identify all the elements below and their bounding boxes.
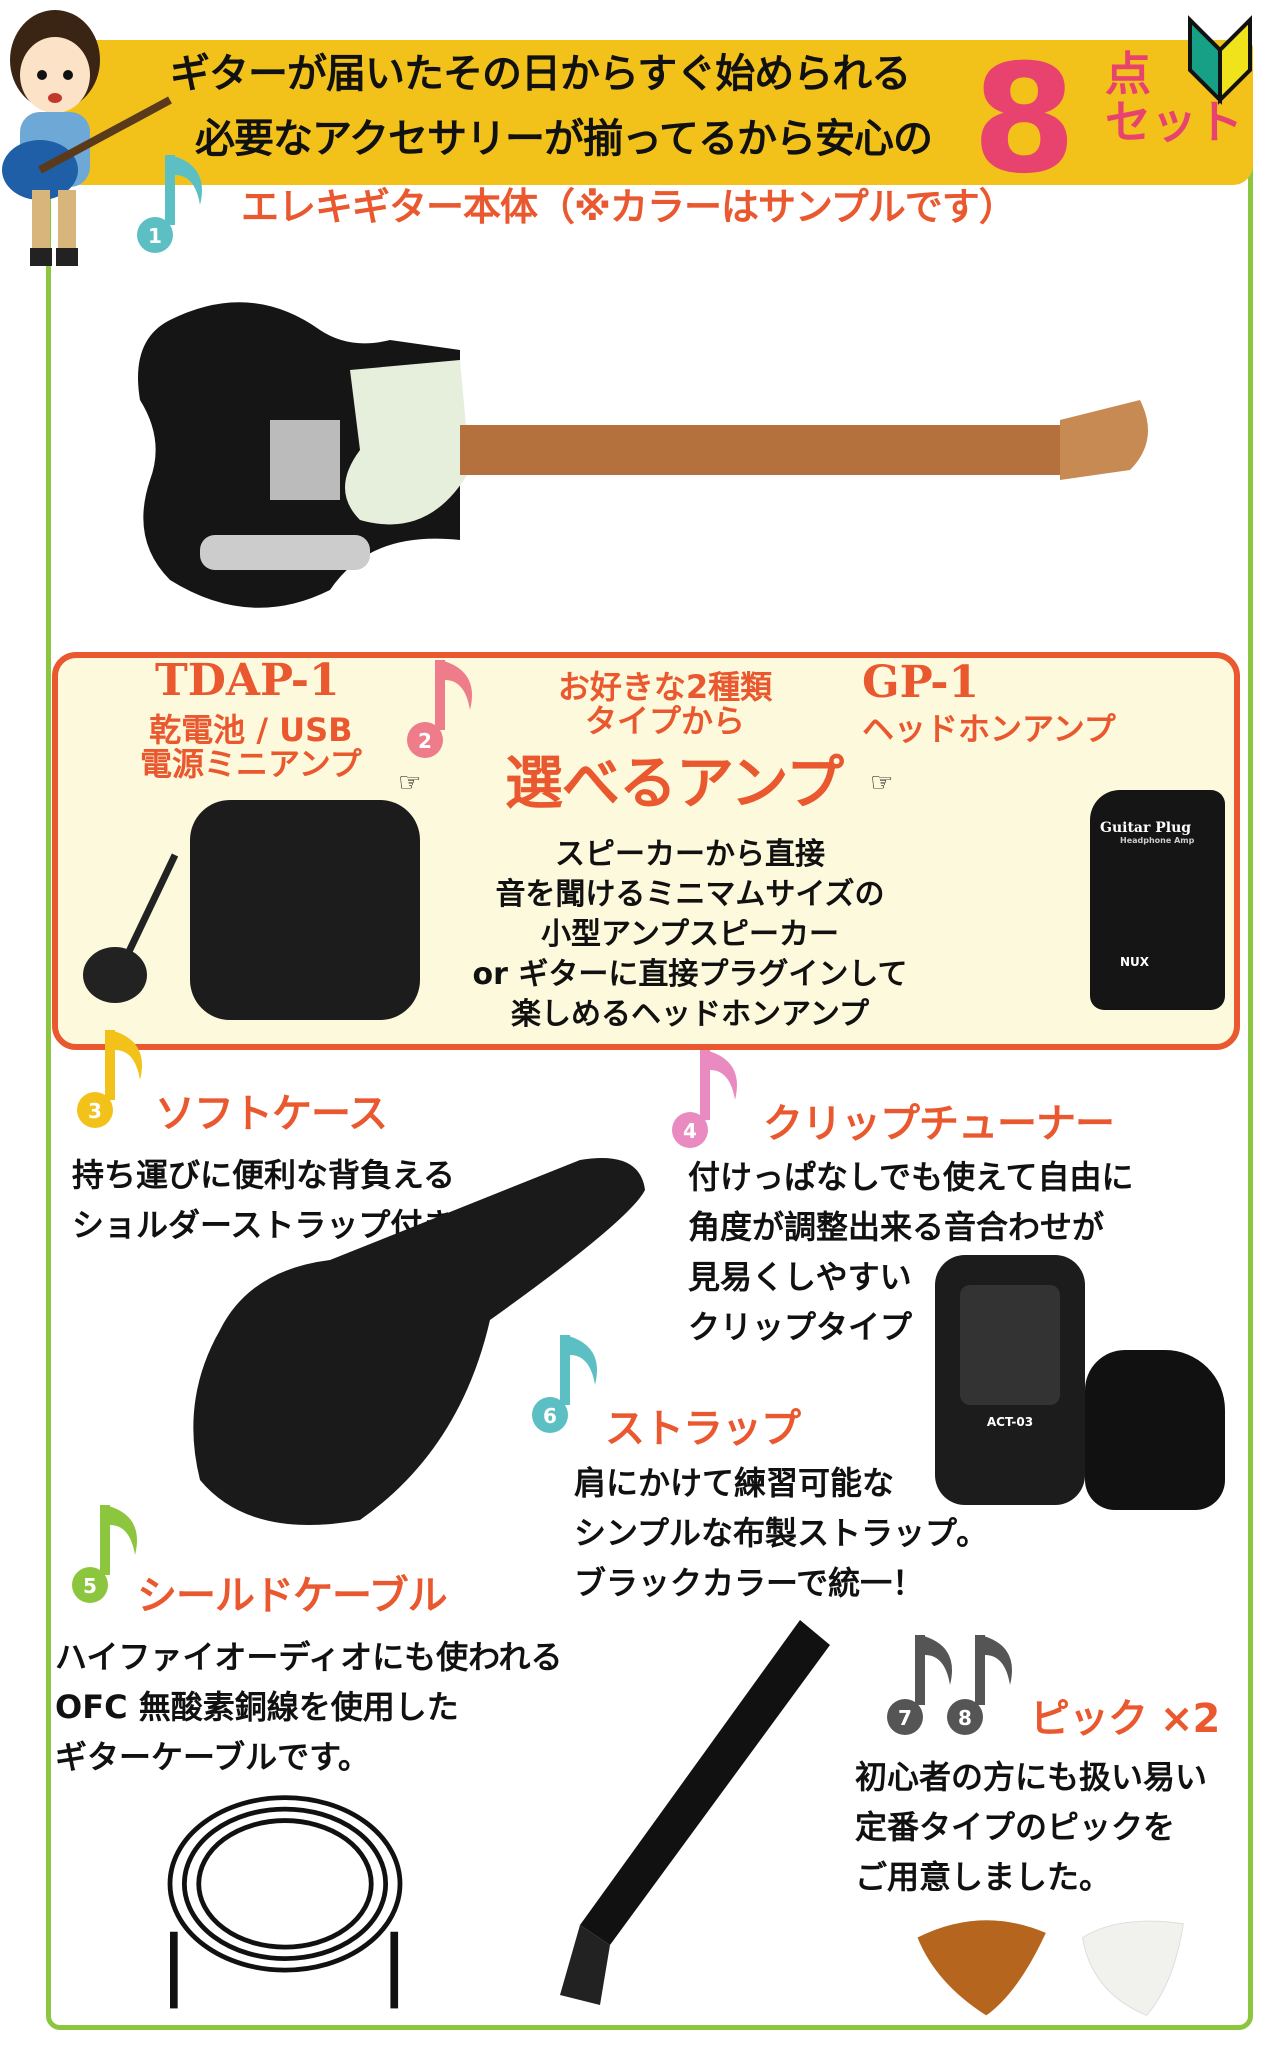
amp-headline: 選べるアンプ [505, 749, 844, 817]
header-line-2: 必要なアクセサリーが揃ってるから安心の [195, 116, 933, 162]
set-unit: 点セット [1105, 50, 1243, 147]
amp-desc-line: 楽しめるヘッドホンアンプ [511, 997, 869, 1032]
amp-desc-line: 音を聞けるミニマムサイズの [495, 877, 885, 912]
desc-line: シンプルな布製ストラップ。 [574, 1514, 989, 1552]
gp-brand: NUX [1120, 955, 1150, 969]
tuner-label: ACT-03 [986, 1415, 1034, 1429]
soft-case-image [193, 1158, 646, 1525]
tdap1-desc-1: 乾電池 / USB [149, 711, 353, 749]
amp-desc-line: 小型アンプスピーカー [541, 917, 839, 952]
item-5-title: シールドケーブル [137, 1573, 448, 1619]
desc-line: 付けっぱなしでも使えて自由に [688, 1158, 1134, 1196]
music-note-2-icon: 2 [407, 660, 472, 758]
desc-line: 角度が調整出来る音合わせが [688, 1208, 1105, 1246]
item-7-8-desc: 初心者の方にも扱い易い定番タイプのピックをご用意しました。 [855, 1752, 1207, 1902]
headphone-amp-image: Guitar Plug Headphone Amp NUX [1090, 790, 1225, 1010]
strap-image [560, 1620, 830, 2005]
music-note-4-icon: 4 [672, 1050, 737, 1148]
note-number: 6 [543, 1404, 557, 1428]
choice-text: お好きな2種類タイプから [530, 670, 800, 738]
unit-1: 点 [1105, 47, 1151, 101]
music-note-3-icon: 3 [77, 1030, 142, 1128]
desc-line: OFC 無酸素銅線を使用した [55, 1688, 459, 1726]
desc-line: ギターケーブルです。 [55, 1738, 370, 1776]
music-note-1-icon: 1 [137, 155, 202, 253]
gp1-desc: ヘッドホンアンプ [862, 710, 1116, 748]
choice-text-1: お好きな2種類 [557, 668, 773, 706]
gp1-model: GP-1 [862, 657, 980, 708]
desc-line: ブラックカラーで統一！ [574, 1564, 925, 1602]
note-number: 4 [683, 1119, 697, 1143]
desc-line: 持ち運びに便利な背負える [72, 1156, 456, 1194]
mini-amp-image [190, 800, 420, 1020]
note-number: 2 [418, 729, 432, 753]
item-4-desc: 付けっぱなしでも使えて自由に角度が調整出来る音合わせが見易くしやすいクリップタイ… [688, 1152, 1133, 1352]
music-note-5-icon: 5 [72, 1505, 137, 1603]
small-guitar-illustration [83, 853, 179, 1003]
gp-label: Guitar Plug [1100, 820, 1192, 836]
guitar-picks-image [917, 1920, 1184, 2016]
boy-guitarist-illustration [2, 10, 172, 266]
amp-desc-line: スピーカーから直接 [555, 837, 825, 872]
electric-guitar-image [138, 302, 1148, 608]
music-note-6-icon: 6 [532, 1335, 597, 1433]
desc-line: 定番タイプのピックを [855, 1808, 1176, 1846]
item-1-title: エレキギター本体（※カラーはサンプルです） [241, 185, 1017, 229]
item-4-title: クリップチューナー [763, 1101, 1115, 1147]
unit-2: セット [1105, 95, 1243, 150]
desc-line: 初心者の方にも扱い易い [855, 1758, 1208, 1796]
header-banner [46, 40, 1253, 185]
choice-text-2: タイプから [584, 702, 745, 740]
gp-sub: Headphone Amp [1120, 836, 1195, 845]
note-number: 5 [83, 1574, 97, 1598]
desc-line: 見易くしやすい [688, 1258, 912, 1296]
amp-desc-line: or ギターに直接プラグインして [472, 957, 908, 992]
pointing-hand-icon: ☞ [870, 768, 894, 798]
beginner-mark-icon [1188, 15, 1252, 105]
item-6-title: ストラップ [605, 1406, 801, 1452]
tdap1-desc-2: 電源ミニアンプ [140, 745, 362, 783]
note-number: 7 [898, 1706, 912, 1730]
set-count: 8 [972, 33, 1077, 207]
item-3-title: ソフトケース [155, 1091, 388, 1137]
guitar-cable-image [167, 1795, 403, 2009]
item-7-8-title: ピック ×2 [1030, 1696, 1220, 1742]
header-line-1: ギターが届いたその日からすぐ始められる [170, 51, 911, 97]
clip-tuner-image: ACT-03 [935, 1255, 1085, 1505]
pointing-hand-icon: ☞ [398, 768, 422, 798]
desc-line: ハイファイオーディオにも使われる [55, 1638, 563, 1676]
tdap1-model: TDAP-1 [155, 655, 340, 706]
tuner-clip [1085, 1350, 1225, 1510]
desc-line: ご用意しました。 [855, 1858, 1112, 1896]
item-6-desc: 肩にかけて練習可能なシンプルな布製ストラップ。ブラックカラーで統一！ [574, 1458, 988, 1608]
item-5-desc: ハイファイオーディオにも使われる OFC 無酸素銅線を使用したギターケーブルです。 [55, 1632, 563, 1782]
note-number: 8 [958, 1706, 972, 1730]
note-number: 3 [88, 1099, 102, 1123]
amp-description: スピーカーから直接音を聞けるミニマムサイズの小型アンプスピーカー or ギターに直… [450, 835, 930, 1035]
note-number: 1 [148, 224, 162, 248]
desc-line: クリップタイプ [688, 1308, 913, 1346]
desc-line: 肩にかけて練習可能な [574, 1464, 895, 1502]
